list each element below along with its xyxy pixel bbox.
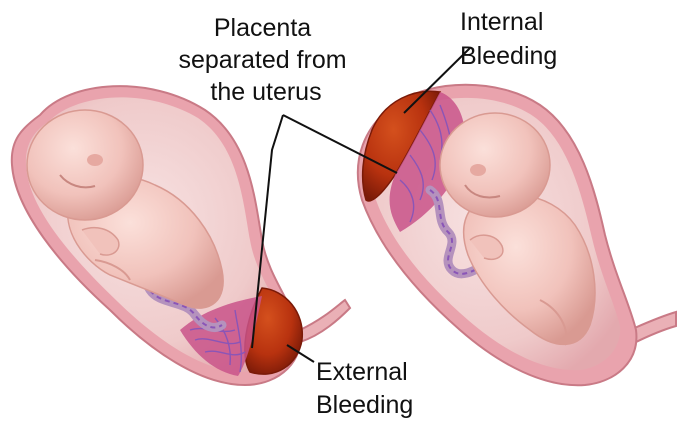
right-uterus-illustration bbox=[358, 85, 676, 386]
left-cervix bbox=[300, 300, 350, 342]
placenta-label-line-2: separated from bbox=[178, 46, 346, 74]
placenta-label: Placenta separated from the uterus bbox=[178, 14, 353, 106]
placenta-label-line-1: Placenta bbox=[214, 14, 311, 42]
internal-bleeding-label: Internal Bleeding bbox=[460, 8, 557, 70]
placenta-label-line-3: the uterus bbox=[210, 78, 321, 106]
external-bleeding-label-line-1: External bbox=[316, 358, 408, 386]
external-bleeding-label-line-2: Bleeding bbox=[316, 391, 413, 419]
internal-bleeding-label-line-1: Internal bbox=[460, 8, 543, 36]
external-bleeding-label: External Bleeding bbox=[316, 358, 415, 419]
left-uterus-illustration bbox=[12, 86, 350, 385]
internal-bleeding-label-line-2: Bleeding bbox=[460, 42, 557, 70]
